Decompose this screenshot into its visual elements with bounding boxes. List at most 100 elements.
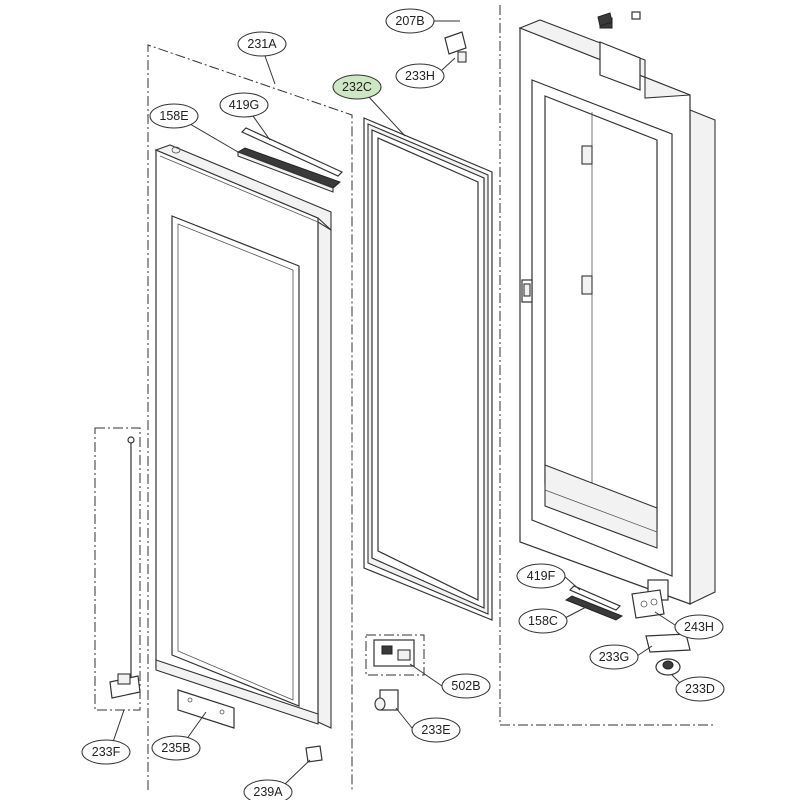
cabinet-top-housing: [599, 41, 641, 91]
switch-group-boundary: [365, 634, 425, 676]
callout-239a-text: 239A: [253, 785, 283, 799]
callout-158c: 158C: [518, 608, 568, 634]
bracket-233h-pin: [457, 51, 467, 63]
top-bar-419g: [240, 127, 344, 177]
callout-233e: 233E: [411, 717, 461, 743]
leader-502b: [409, 663, 443, 687]
hinge-pin-group-boundary: [94, 427, 141, 711]
leader-158e: [189, 123, 239, 153]
actuator-233e-knob: [374, 697, 386, 711]
callout-419g: 419G: [219, 92, 269, 118]
callout-235b: 235B: [151, 735, 201, 761]
callout-231a: 231A: [237, 31, 287, 57]
callout-419g-text: 419G: [229, 98, 260, 112]
leader-243h: [654, 611, 679, 628]
door-window-inner: [177, 223, 294, 701]
hinge-plate-243h-hole-a: [640, 600, 648, 608]
plate-235b: [177, 689, 235, 729]
cabinet-top-clip: [631, 11, 641, 20]
leader-232c: [367, 95, 406, 137]
bracket-233h: [444, 31, 467, 63]
callout-233f: 233F: [81, 739, 131, 765]
plate-235b-hole-b: [219, 709, 225, 715]
callout-158e: 158E: [149, 103, 199, 129]
callout-233g-text: 233G: [599, 650, 630, 664]
switch-502b: [373, 639, 415, 667]
bar-419f: [568, 585, 622, 611]
door-side-face: [317, 221, 332, 729]
cabinet-group-boundary: [499, 5, 715, 726]
group-boundaries: [94, 5, 715, 790]
strip-158c: [564, 595, 624, 621]
door-window-outer: [171, 215, 300, 707]
hinge-bracket-233g: [645, 633, 691, 653]
callout-232c-text: 232C: [342, 80, 372, 94]
callout-207b: 207B: [385, 8, 435, 34]
callout-207b-text: 207B: [395, 14, 424, 28]
hinge-plate-243h-body: [631, 589, 665, 619]
switch-502b-connector: [397, 649, 411, 661]
door-assembly: [154, 144, 332, 729]
cabinet-latch-slot: [523, 283, 531, 297]
leader-231a: [264, 55, 276, 85]
hinge-pin-233f: [109, 436, 141, 699]
hinge-plate-243h: [631, 589, 665, 619]
cam-233d: [655, 658, 681, 676]
leader-233f: [112, 709, 125, 743]
leader-233h: [441, 57, 456, 71]
callout-231a-text: 231A: [247, 37, 277, 51]
leader-158c: [564, 604, 591, 619]
callout-158c-text: 158C: [528, 614, 558, 628]
door-group-boundary: [147, 44, 353, 790]
cabinet-side-face: [689, 109, 716, 605]
callouts: 231A 232C 207B 233H 158E 419G 419F 158C: [81, 8, 725, 800]
leader-239a: [284, 759, 311, 785]
callout-233h: 233H: [395, 63, 445, 89]
door-bottom-lip: [155, 659, 319, 725]
cabinet-bottom-tray: [544, 464, 658, 549]
gasket-inner: [377, 137, 479, 601]
plate-235b-hole-a: [187, 697, 193, 703]
callout-243h-text: 243H: [684, 620, 714, 634]
callout-419f: 419F: [516, 563, 566, 589]
actuator-233e: [374, 689, 399, 711]
leader-233g: [636, 645, 653, 657]
cabinet-clip-upper: [581, 145, 593, 165]
callout-419f-text: 419F: [527, 569, 556, 583]
callout-158e-text: 158E: [159, 109, 188, 123]
top-cover-strip-158e-face: [237, 151, 334, 193]
switch-502b-body: [373, 639, 415, 667]
gasket-232c: [363, 117, 493, 621]
cam-233d-core: [662, 660, 674, 670]
clip-239a: [305, 745, 323, 763]
callout-243h: 243H: [674, 614, 724, 640]
door-top-cap: [154, 144, 332, 232]
callout-232c: 232C: [332, 74, 382, 100]
cabinet-inner-panel: [544, 95, 658, 529]
door-top-rim: [159, 155, 319, 223]
hinge-plate-243h-hole-b: [650, 598, 658, 606]
callout-233f-text: 233F: [92, 745, 121, 759]
callout-502b-text: 502B: [451, 679, 480, 693]
callout-233d: 233D: [675, 676, 725, 702]
leader-419g: [252, 115, 271, 141]
plate-235b-body: [177, 689, 235, 729]
callout-233g: 233G: [589, 644, 639, 670]
callout-233d-text: 233D: [685, 682, 715, 696]
leader-419f: [563, 575, 581, 591]
hinge-pin-block: [117, 673, 131, 685]
clip-207b: [597, 12, 613, 27]
callout-239a: 239A: [243, 779, 293, 800]
callout-235b-text: 235B: [161, 741, 190, 755]
leader-233e: [395, 707, 413, 729]
callout-233h-text: 233H: [405, 69, 435, 83]
cabinet-assembly: [518, 11, 716, 605]
cabinet-clip-lower: [581, 275, 593, 295]
cabinet-tray-edge: [544, 489, 658, 533]
bracket-233h-body: [444, 31, 467, 55]
callout-233e-text: 233E: [421, 723, 450, 737]
hinge-pin-tip: [127, 436, 135, 444]
leader-235b: [185, 711, 207, 741]
door-top-hole: [171, 146, 181, 154]
